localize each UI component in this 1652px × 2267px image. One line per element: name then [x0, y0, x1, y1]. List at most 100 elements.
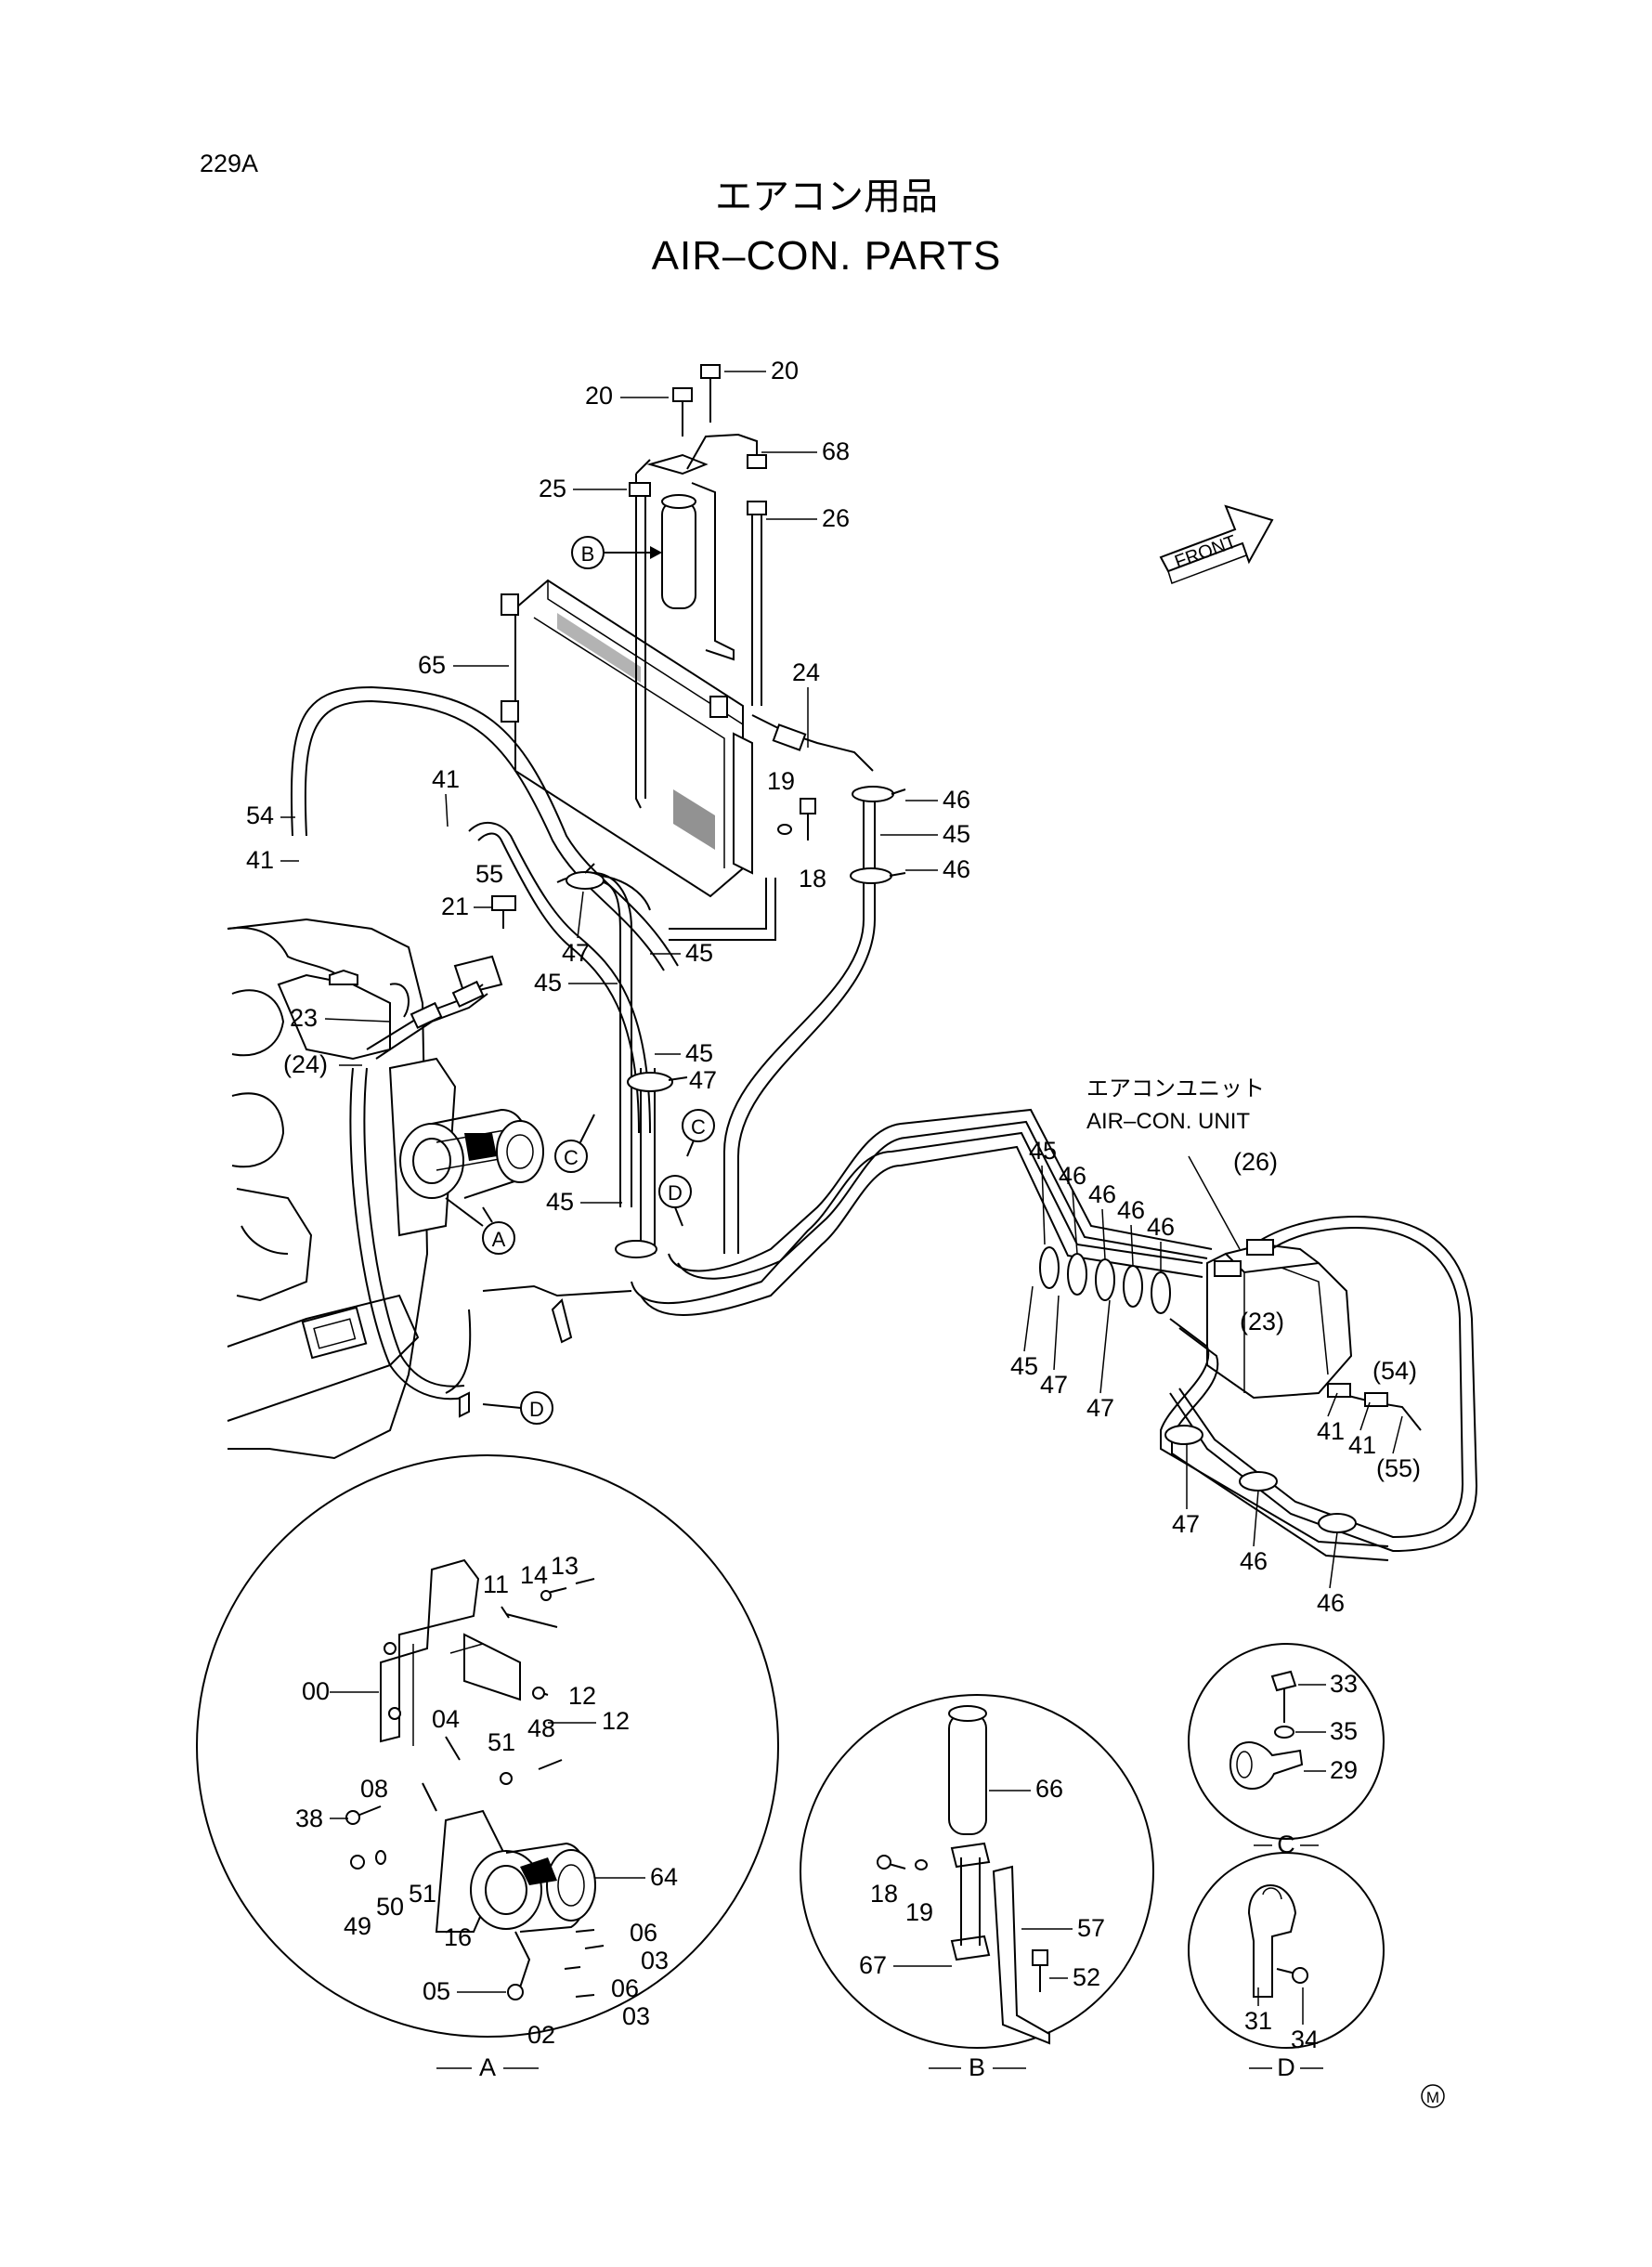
part-label: 47 — [1040, 1371, 1068, 1399]
part-label: (55) — [1376, 1454, 1421, 1482]
part-label: 16 — [444, 1923, 472, 1951]
part-label: 51 — [488, 1728, 515, 1756]
main-labels: 20 20 68 25 26 24 65 46 45 46 19 18 54 4… — [246, 357, 1421, 1617]
part-label: 47 — [1086, 1394, 1114, 1422]
washer-19 — [777, 824, 792, 835]
callout-d-1: D — [658, 1175, 692, 1227]
clamp-46-right-1 — [1239, 1471, 1278, 1492]
callout-d-2: D — [482, 1391, 553, 1425]
part-label: 00 — [302, 1677, 330, 1705]
detail-b-caption: B — [969, 2053, 985, 2081]
detail-c-caption: C — [1277, 1831, 1295, 1858]
part-label: 41 — [1348, 1431, 1376, 1459]
part-label: 31 — [1244, 2007, 1272, 2035]
part-label: 46 — [943, 786, 970, 814]
part-label: 06 — [630, 1919, 657, 1947]
part-label: 18 — [799, 865, 826, 892]
part-label: 19 — [767, 767, 795, 795]
svg-text:A: A — [492, 1228, 506, 1251]
clamp-46-upper — [852, 786, 906, 802]
clamp-d-lower — [459, 1298, 573, 1418]
bolt-20-left — [672, 387, 693, 436]
part-label: 46 — [1088, 1180, 1116, 1208]
callout-c-1: C — [554, 1114, 595, 1173]
callout-a-main: A — [482, 1206, 515, 1255]
title-japanese: エアコン用品 — [715, 176, 938, 218]
part-label: 47 — [689, 1066, 717, 1094]
part-label: 68 — [822, 437, 850, 465]
part-label: 03 — [641, 1947, 669, 1974]
callout-c-2: C — [682, 1109, 715, 1157]
svg-text:C: C — [564, 1146, 579, 1169]
detail-c: C 33 35 29 — [1188, 1643, 1385, 1858]
part-label: 46 — [1147, 1213, 1175, 1241]
part-label: 47 — [562, 939, 590, 967]
part-label: 41 — [432, 765, 460, 793]
part-label: 29 — [1330, 1756, 1358, 1784]
part-label: 45 — [1029, 1137, 1057, 1165]
part-label: 67 — [859, 1951, 887, 1979]
detail-a-caption: A — [479, 2053, 496, 2081]
clamp-46-right-2 — [1318, 1513, 1357, 1533]
svg-text:C: C — [691, 1115, 706, 1139]
part-label: 11 — [483, 1570, 509, 1598]
condenser-hatch — [557, 613, 715, 850]
detail-d-caption: D — [1277, 2053, 1295, 2081]
clamp-47-upper — [566, 863, 605, 890]
part-label: 46 — [1059, 1162, 1086, 1190]
clamp-47-right — [1164, 1425, 1203, 1445]
part-label: 20 — [771, 357, 799, 384]
part-label: 04 — [432, 1705, 460, 1733]
svg-text:M: M — [1426, 2089, 1439, 2106]
part-label: 46 — [1240, 1547, 1268, 1575]
receiver-drier — [629, 433, 767, 809]
svg-text:D: D — [529, 1398, 544, 1421]
part-label: 46 — [943, 855, 970, 883]
m-mark: M — [1421, 2084, 1445, 2108]
part-label: 14 — [520, 1561, 548, 1589]
part-label: 35 — [1330, 1717, 1358, 1745]
part-label: 47 — [1172, 1510, 1200, 1538]
part-label: (54) — [1372, 1357, 1417, 1385]
title-english: AIR–CON. PARTS — [652, 233, 1002, 279]
part-label: 20 — [585, 382, 613, 410]
part-label: 51 — [409, 1880, 436, 1908]
part-label: 45 — [685, 939, 713, 967]
part-label: 34 — [1291, 2026, 1319, 2053]
part-label: 49 — [344, 1912, 371, 1940]
part-label: (26) — [1233, 1148, 1278, 1176]
part-label: 12 — [568, 1682, 596, 1710]
part-label: 45 — [534, 969, 562, 997]
part-label: 18 — [870, 1880, 898, 1908]
part-label: 05 — [423, 1977, 450, 2005]
part-label: 41 — [1317, 1417, 1345, 1445]
receiver-drier-detail — [948, 1713, 987, 1835]
clamp-46-lower — [850, 867, 906, 884]
part-label: 46 — [1117, 1196, 1145, 1224]
part-label: 03 — [622, 2002, 650, 2030]
unit-label-jp: エアコンユニット — [1086, 1075, 1265, 1101]
part-label: 13 — [551, 1552, 579, 1580]
part-label: 23 — [290, 1004, 318, 1032]
part-label: 50 — [376, 1893, 404, 1921]
main-assembly: B A C C D D — [227, 364, 1478, 1561]
clamp-bundle-upper — [1039, 1246, 1171, 1314]
part-label: 45 — [685, 1039, 713, 1067]
part-label: 66 — [1035, 1775, 1063, 1803]
detail-a: A — [196, 1454, 779, 2081]
front-arrow-icon: FRONT — [1159, 504, 1274, 584]
part-label: 55 — [475, 860, 503, 888]
air-con-unit — [1169, 1215, 1478, 1553]
unit-label-en: AIR–CON. UNIT — [1086, 1109, 1250, 1134]
part-label: 25 — [539, 475, 566, 502]
part-label: 41 — [246, 846, 274, 874]
engine — [227, 918, 429, 1460]
front-label: FRONT — [1172, 531, 1239, 572]
part-label: 33 — [1330, 1670, 1358, 1698]
part-label: 65 — [418, 651, 446, 679]
compressor-main — [388, 1057, 544, 1237]
part-label: 46 — [1317, 1589, 1345, 1617]
part-label: 02 — [527, 2021, 555, 2049]
part-label: 48 — [527, 1714, 555, 1742]
